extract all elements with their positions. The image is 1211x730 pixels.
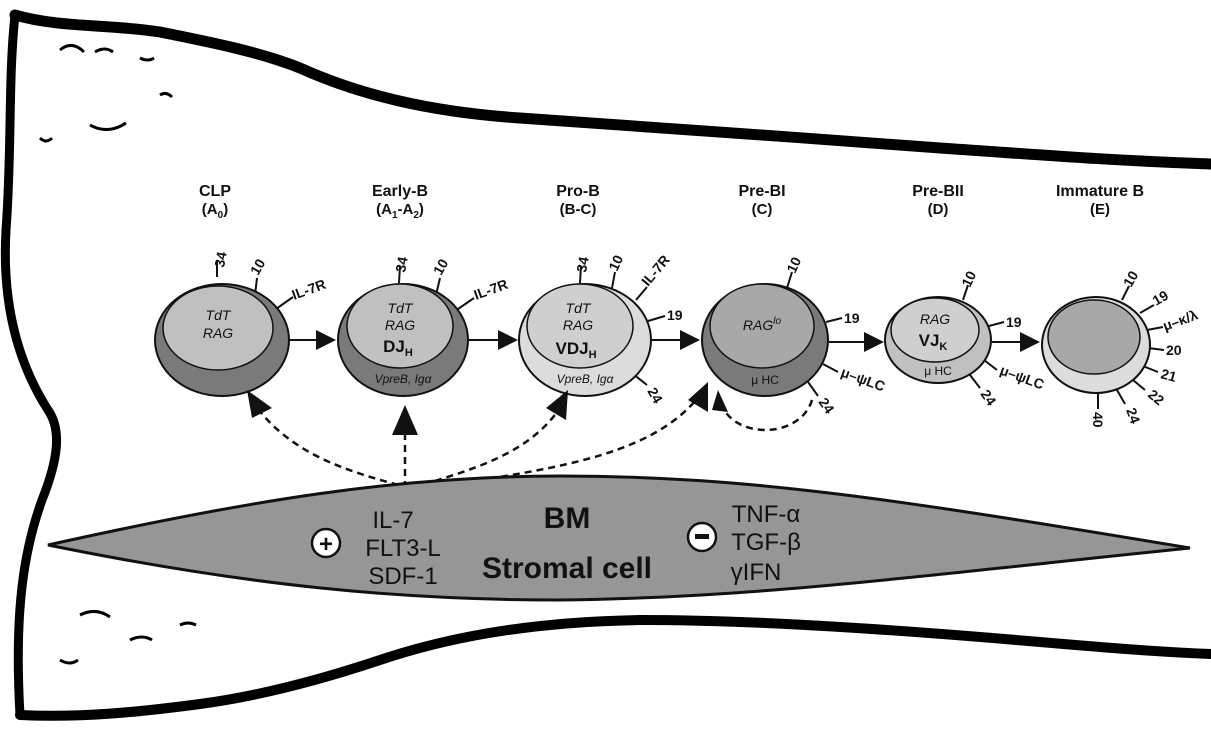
positive-factor: FLT3-L — [365, 535, 441, 562]
cell-early-b: TdT RAG DJH VpreB, Igα 34 10 IL-7R — [338, 255, 510, 396]
marker-label: IL-7R — [638, 252, 673, 289]
marker-label: 34 — [211, 250, 229, 268]
marker-label: 10 — [1120, 268, 1142, 290]
marker-label: 40 — [1090, 412, 1106, 428]
nucleus-text: TdT — [206, 307, 232, 323]
marker-tick — [823, 364, 838, 372]
cell-pre-bii: RAG VJK μ HC 10 19 μ–ψLC 24 — [885, 268, 1046, 408]
marker-label: IL-7R — [472, 276, 510, 303]
marker-label: 10 — [605, 252, 626, 273]
marker-label: 24 — [644, 385, 666, 407]
marker-label: IL-7R — [290, 276, 328, 303]
stromal-title-line2: Stromal cell — [482, 552, 652, 585]
marker-tick — [1147, 327, 1163, 330]
marker-label: 10 — [783, 254, 804, 275]
stage-name: Pro-B — [556, 183, 600, 200]
cytoplasm-text: μ HC — [751, 373, 779, 387]
marker-label: 34 — [573, 255, 591, 273]
marker-label: 20 — [1166, 342, 1182, 358]
marker-label: μ–ψLC — [998, 362, 1046, 393]
marker-label: 24 — [1123, 406, 1143, 426]
stage-subtitle: (B-C) — [560, 201, 597, 218]
arrowhead-icon — [392, 405, 418, 435]
arrowhead-icon — [688, 382, 708, 412]
marker-tick — [808, 382, 818, 396]
dashed-arrow-icon — [255, 405, 410, 488]
nucleus-text: RAG — [385, 317, 415, 333]
marker-label: 19 — [667, 307, 683, 323]
nucleus-text: TdT — [566, 300, 592, 316]
cell-nucleus — [891, 298, 979, 362]
marker-label: 24 — [978, 387, 1000, 409]
marker-tick — [276, 297, 293, 309]
positive-factor: IL-7 — [372, 507, 413, 534]
stromal-title-line1: BM — [544, 502, 591, 535]
nucleus-text: RAG — [563, 317, 593, 333]
stage-name: Pre-BII — [912, 183, 964, 200]
marker-tick — [826, 318, 842, 322]
stage-name: Early-B — [372, 183, 428, 200]
arrowhead-icon — [546, 390, 568, 420]
cytoplasm-text: VpreB, Igα — [557, 372, 615, 386]
marker-label: 10 — [247, 256, 269, 278]
stage-header-pre-bi: Pre-BI (C) — [738, 183, 785, 218]
negative-factor: TGF-β — [731, 529, 801, 556]
stage-subtitle: (E) — [1090, 201, 1110, 218]
stage-subtitle: (A1-A2) — [376, 201, 424, 221]
stage-header-pre-bii: Pre-BII (D) — [912, 183, 964, 218]
stage-subtitle: (C) — [752, 201, 773, 218]
marker-label: 10 — [958, 268, 979, 289]
marker-label: 22 — [1145, 386, 1167, 408]
marker-label: 34 — [392, 255, 410, 273]
marker-label: 19 — [844, 310, 860, 326]
cell-pre-bi: RAGlo μ HC 10 19 μ–ψLC 24 — [702, 254, 887, 416]
marker-tick — [458, 298, 474, 309]
stage-header-immature-b: Immature B (E) — [1056, 183, 1144, 218]
marker-tick — [787, 272, 792, 288]
positive-sign: + — [319, 531, 333, 558]
arrowhead-icon — [247, 390, 272, 418]
marker-label: 24 — [816, 395, 838, 417]
minus-bar — [695, 534, 709, 539]
stage-subtitle: (D) — [928, 201, 949, 218]
negative-factor: TNF-α — [732, 501, 801, 528]
marker-tick — [1133, 380, 1145, 390]
stage-name: Pre-BI — [738, 183, 785, 200]
marker-tick — [984, 360, 997, 370]
marker-label: 10 — [430, 256, 452, 278]
cell-clp: TdT RAG 34 10 IL-7R — [155, 250, 328, 396]
stage-header-early-b: Early-B (A1-A2) — [372, 183, 428, 221]
marker-label: 19 — [1006, 314, 1022, 330]
cell-pro-b: TdT RAG VDJH VpreB, Igα 34 10 IL-7R 19 2… — [519, 252, 683, 406]
marker-tick — [1140, 305, 1154, 313]
cytoplasm-text: VpreB, Igα — [375, 372, 433, 386]
cell-immature-b: 10 19 μ–κ/λ 20 21 22 24 40 — [1042, 268, 1200, 428]
marker-tick — [1117, 390, 1125, 404]
nucleus-text: TdT — [388, 300, 414, 316]
cytoplasm-text: μ HC — [924, 364, 952, 378]
positive-factor: SDF-1 — [368, 563, 437, 590]
stage-subtitle: (A0) — [202, 201, 228, 221]
marker-label: 21 — [1159, 365, 1178, 385]
dashed-arrow-icon — [720, 400, 812, 430]
negative-factor: γIFN — [731, 559, 782, 586]
nucleus-text: RAG — [203, 325, 233, 341]
marker-tick — [970, 375, 980, 388]
stage-name: CLP — [199, 183, 231, 200]
stage-name: Immature B — [1056, 183, 1144, 200]
marker-label: μ–ψLC — [839, 364, 887, 395]
nucleus-text: RAG — [920, 311, 950, 327]
marker-tick — [636, 287, 647, 300]
cell-nucleus — [1048, 300, 1140, 374]
stromal-cell: + IL-7 FLT3-L SDF-1 BM Stromal cell TNF-… — [48, 476, 1190, 600]
stage-header-clp: CLP (A0) — [199, 183, 231, 221]
marker-label: μ–κ/λ — [1161, 306, 1200, 333]
marker-tick — [989, 322, 1004, 326]
marker-tick — [612, 272, 615, 288]
marker-tick — [648, 316, 665, 321]
stage-header-pro-b: Pro-B (B-C) — [556, 183, 600, 218]
arrowhead-icon — [712, 390, 728, 412]
marker-tick — [1122, 286, 1129, 300]
